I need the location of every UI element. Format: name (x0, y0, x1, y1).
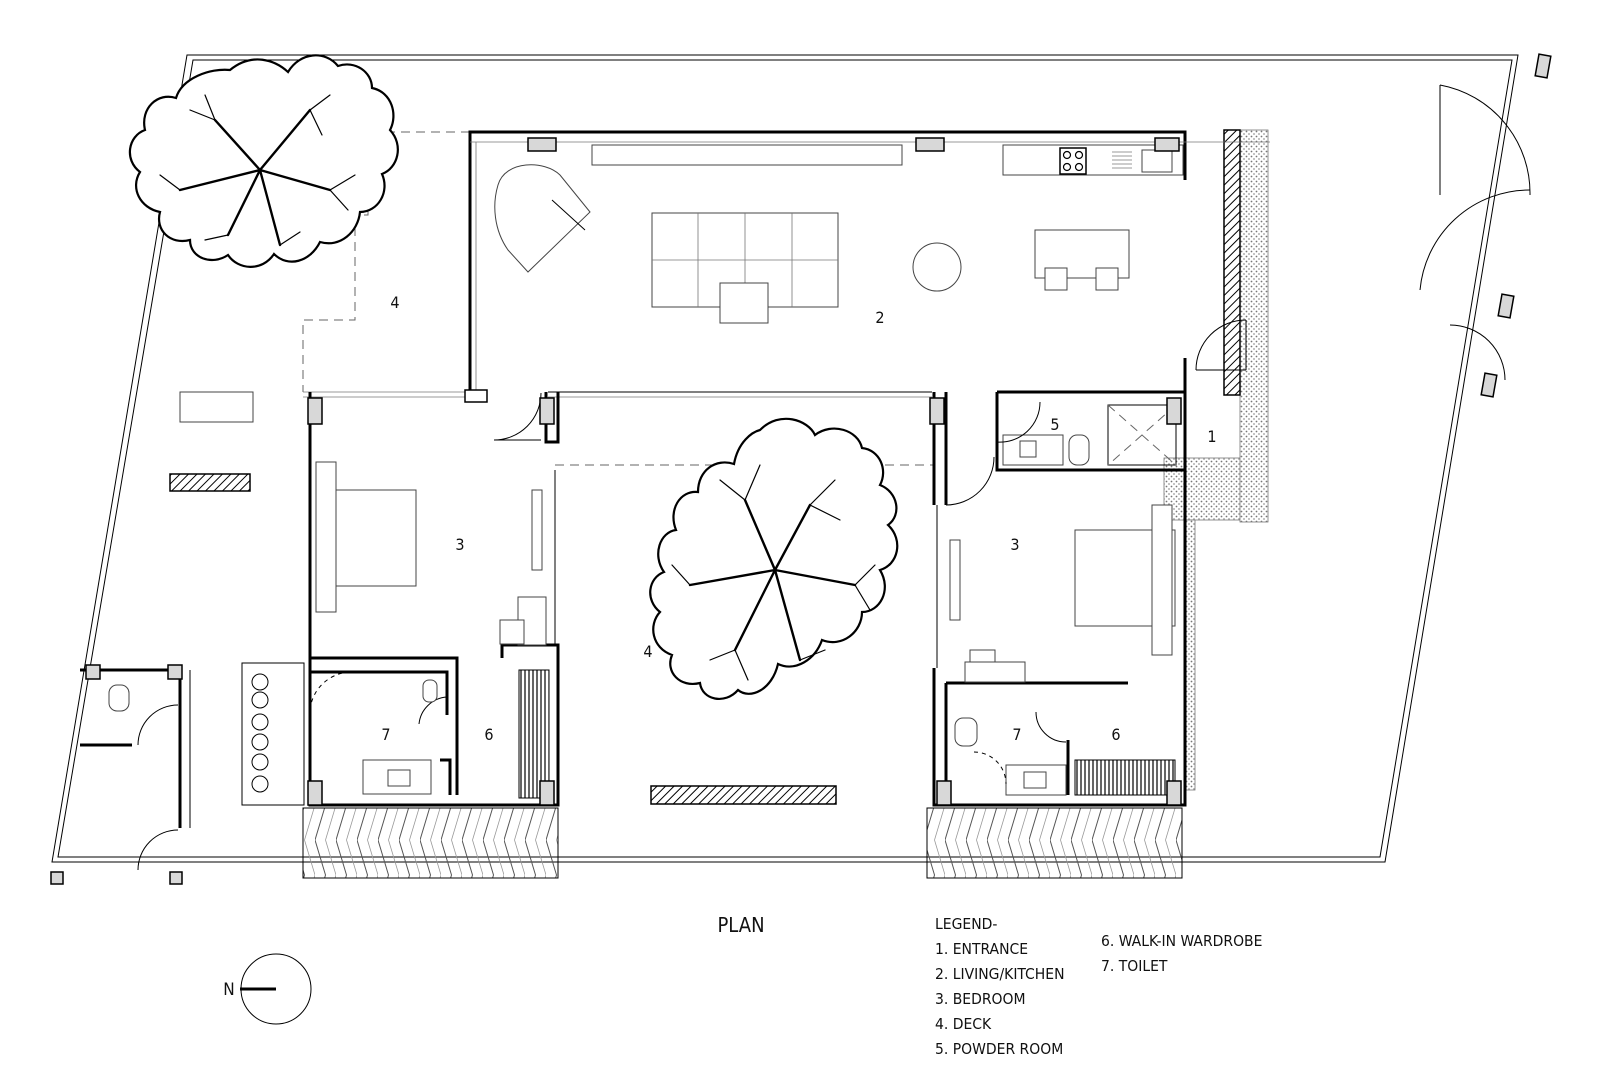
entrance (1195, 319, 1247, 371)
paving (169, 129, 1269, 879)
room-label-powder: 5 (1050, 415, 1059, 434)
room-label-living: 2 (875, 308, 884, 327)
room-label-entrance: 1 (1207, 427, 1216, 446)
north-label: N (223, 980, 234, 1000)
gates (1419, 84, 1531, 381)
living-furniture (494, 144, 1184, 324)
legend-item-1: 1. ENTRANCE (935, 940, 1028, 958)
room-label-deck-center: 4 (643, 642, 652, 661)
site-boundary (51, 54, 1519, 863)
tree-top-left (128, 54, 399, 268)
room-label-bedroom-right: 3 (1010, 535, 1019, 554)
tree-center (649, 417, 899, 700)
plan-caption: PLAN (717, 913, 764, 937)
legend-item-4: 4. DECK (935, 1015, 992, 1033)
room-label-toilet-left: 7 (381, 725, 390, 744)
living-block-walls (303, 130, 1270, 403)
room-label-wardrobe-left: 6 (484, 725, 493, 744)
columns (50, 53, 1552, 885)
room-label-deck-top: 4 (390, 293, 399, 312)
planter-strip (241, 662, 305, 806)
room-label-wardrobe-right: 6 (1111, 725, 1120, 744)
north-arrow: N (223, 953, 312, 1025)
legend: LEGEND- 1. ENTRANCE 2. LIVING/KITCHEN 3.… (935, 915, 1262, 1058)
planter-circles (251, 673, 269, 793)
legend-item-5: 5. POWDER ROOM (935, 1040, 1063, 1058)
legend-item-3: 3. BEDROOM (935, 990, 1026, 1008)
room-labels: 1 2 3 3 4 4 5 6 6 7 7 (381, 293, 1216, 744)
room-label-bedroom-left: 3 (455, 535, 464, 554)
left-bedroom-block (308, 392, 560, 807)
right-bedroom-block (932, 358, 1187, 807)
legend-item-2: 2. LIVING/KITCHEN (935, 965, 1065, 983)
room-label-toilet-right: 7 (1012, 725, 1021, 744)
legend-item-7: 7. TOILET (1101, 957, 1168, 975)
left-outhouse (80, 391, 254, 871)
legend-item-6: 6. WALK-IN WARDROBE (1101, 932, 1262, 950)
legend-title: LEGEND- (935, 915, 997, 933)
